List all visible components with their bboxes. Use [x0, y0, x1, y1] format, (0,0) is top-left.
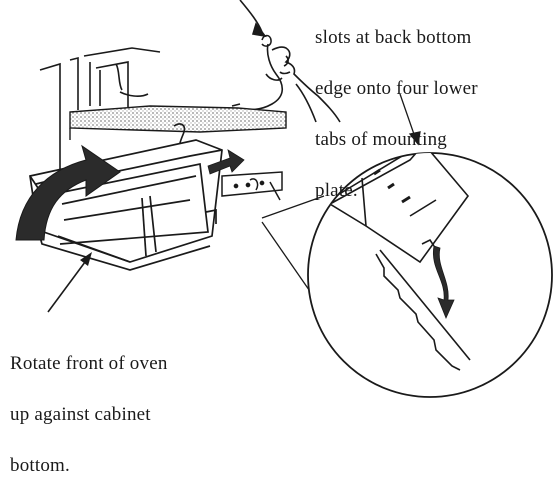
caption-bottom: Rotate front of oven up against cabinet … [10, 321, 168, 491]
caption-top-line-4: plate. [315, 180, 358, 201]
push-arrow [207, 149, 245, 175]
caption-bottom-line-3: bottom. [10, 455, 70, 476]
caption-top-line-1: slots at back bottom [315, 27, 472, 48]
leader-arrowhead-top [251, 22, 267, 38]
caption-top: slots at back bottom edge onto four lowe… [315, 0, 478, 216]
caption-bottom-line-1: Rotate front of oven [10, 353, 168, 374]
upper-cabinet [39, 47, 161, 220]
caption-top-line-3: tabs of mounting [315, 129, 447, 150]
installation-illustration [15, 0, 553, 398]
mounting-plate [221, 171, 283, 201]
microwave-oven [29, 139, 223, 271]
rotate-arrow [15, 144, 121, 241]
detail-circle [307, 152, 553, 398]
caption-top-line-2: edge onto four lower [315, 78, 478, 99]
detail-arrow [432, 245, 455, 320]
leader-line-bottom [47, 252, 92, 313]
